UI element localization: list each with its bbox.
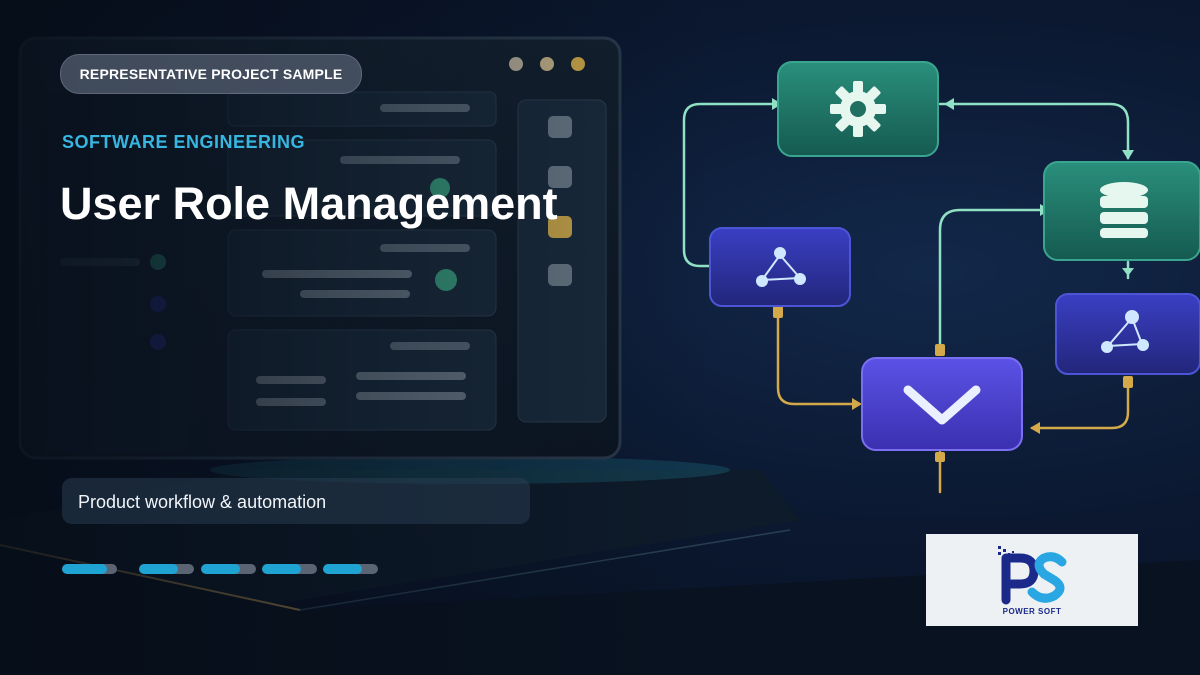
slide-indicator[interactable] xyxy=(139,564,194,574)
share-node-right xyxy=(1055,293,1200,375)
caption-box: Product workflow & automation xyxy=(62,478,530,524)
slide-indicator-fill xyxy=(62,564,108,574)
category-label: SOFTWARE ENGINEERING xyxy=(62,132,306,152)
slide-indicator[interactable] xyxy=(262,564,317,574)
logo-mark xyxy=(998,546,1067,605)
page-title: User Role Management xyxy=(60,178,558,229)
sample-badge: REPRESENTATIVE PROJECT SAMPLE xyxy=(60,54,362,94)
slide-indicator-fill xyxy=(139,564,178,574)
share-network-icon xyxy=(1101,310,1149,353)
slide-indicator-fill xyxy=(323,564,362,574)
slide-indicator-fill xyxy=(262,564,301,574)
company-logo: POWER SOFT xyxy=(926,534,1138,626)
logo-wordmark: POWER SOFT xyxy=(1002,607,1062,616)
gear-node xyxy=(777,61,939,157)
slide-indicator[interactable] xyxy=(323,564,378,574)
slide-indicator[interactable] xyxy=(201,564,256,574)
approve-node xyxy=(861,357,1023,451)
checkmark-icon xyxy=(903,385,981,425)
share-network-icon xyxy=(756,247,806,287)
share-node-left xyxy=(709,227,851,307)
slide-indicator-fill xyxy=(201,564,240,574)
database-icon xyxy=(1100,182,1148,238)
slide-indicator[interactable] xyxy=(62,564,117,574)
database-node xyxy=(1043,161,1200,261)
gear-icon xyxy=(830,81,886,137)
